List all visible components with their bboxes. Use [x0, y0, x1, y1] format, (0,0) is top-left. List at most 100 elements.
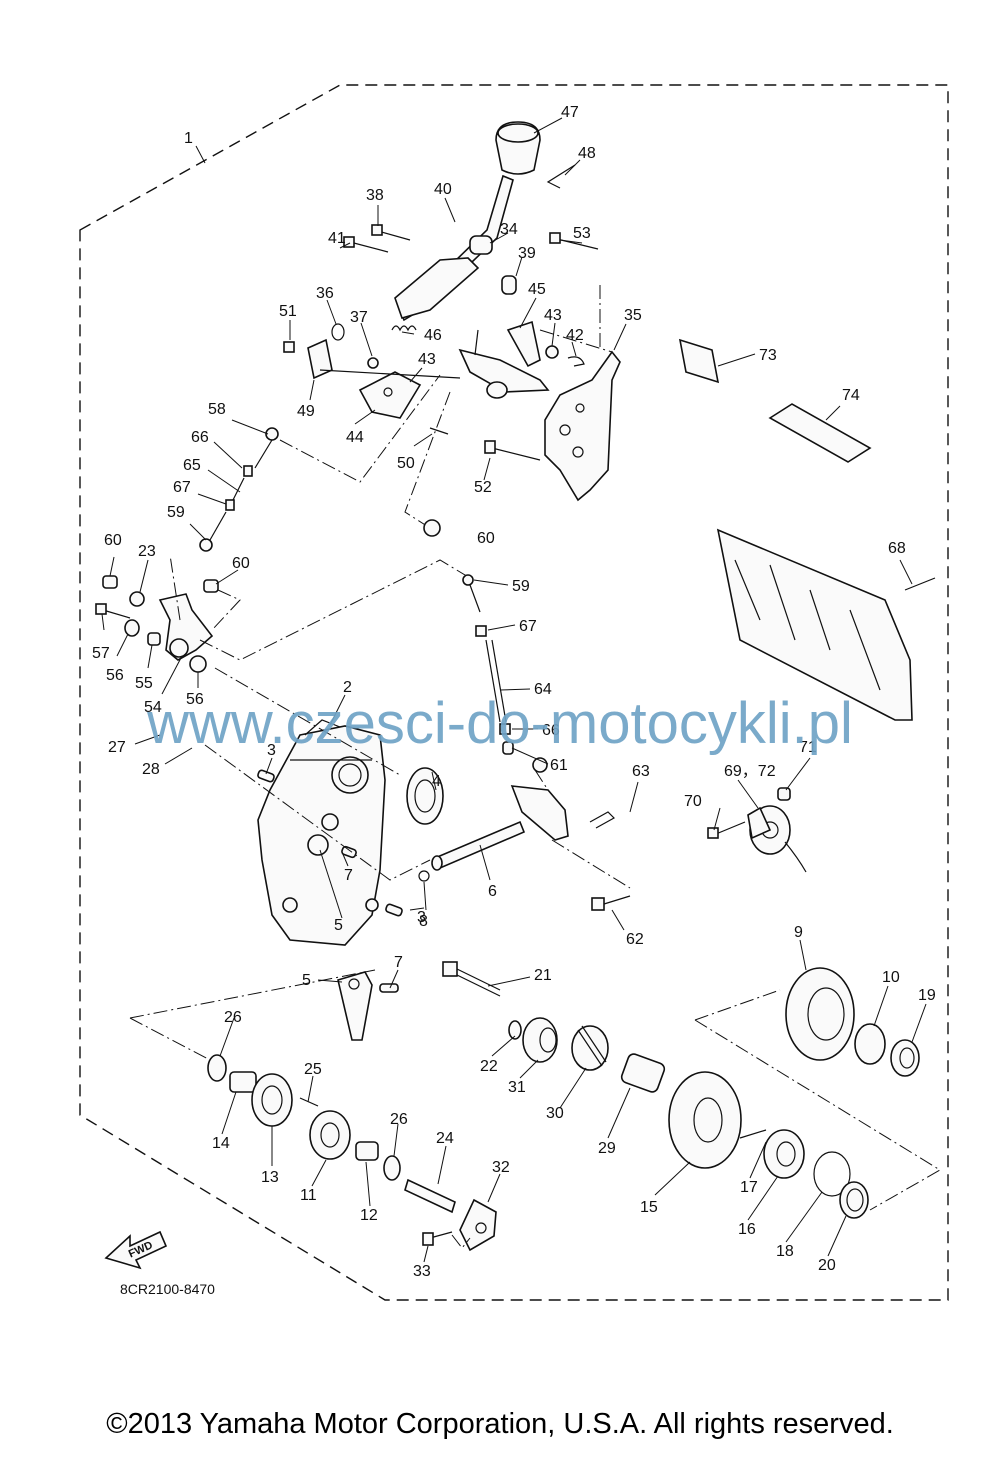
shift-lever-group: [283, 121, 621, 502]
callout-67-lower: 67: [519, 618, 537, 635]
callout-55: 55: [135, 675, 153, 692]
assembly-line-1: [279, 374, 441, 483]
callout-26-upper: 26: [224, 1009, 242, 1026]
callout-26-lower: 26: [390, 1111, 408, 1128]
nut-60-upper: [423, 519, 441, 537]
callout-24: 24: [436, 1130, 454, 1147]
callout-74: 74: [842, 387, 860, 404]
callout-50: 50: [397, 455, 415, 472]
callout-70: 70: [684, 793, 702, 810]
assembly-line-9: [129, 969, 376, 1019]
callout-66-upper: 66: [191, 429, 209, 446]
callout-69-72: 69，72: [724, 763, 776, 780]
callout-27: 27: [108, 739, 126, 756]
left-lever-group: [95, 575, 241, 673]
dowel-3-upper: [257, 769, 275, 783]
callout-53: 53: [573, 225, 591, 242]
clip-8: [418, 870, 430, 882]
callout-73: 73: [759, 347, 777, 364]
callout-56-left: 56: [106, 667, 124, 684]
callout-8: 8: [419, 913, 428, 930]
callout-34: 34: [500, 221, 518, 238]
assembly-line-7: [214, 667, 401, 776]
clip-63: [589, 811, 615, 829]
callout-67-upper: 67: [173, 479, 191, 496]
callout-30: 30: [546, 1105, 564, 1122]
link-5: [337, 971, 399, 1041]
callout-36: 36: [316, 285, 334, 302]
lower-left-gears: [207, 1054, 497, 1252]
assembly-line-5: [199, 559, 471, 661]
callout-17: 17: [740, 1179, 758, 1196]
callout-5-lower: 5: [302, 972, 311, 989]
callout-25: 25: [304, 1061, 322, 1078]
callout-43-right: 43: [544, 307, 562, 324]
callout-71: 71: [799, 739, 817, 756]
callout-47: 47: [561, 104, 579, 121]
callout-56-right: 56: [186, 691, 204, 708]
callout-60-mid: 60: [232, 555, 250, 572]
callout-62: 62: [626, 931, 644, 948]
dowel-3-lower: [385, 903, 403, 917]
assembly-line-14: [694, 1019, 941, 1211]
callout-23: 23: [138, 543, 156, 560]
callout-44: 44: [346, 429, 364, 446]
callout-29: 29: [598, 1140, 616, 1157]
assembly-line-12: [551, 839, 631, 889]
callout-60-upper: 60: [477, 530, 495, 547]
callout-12: 12: [360, 1207, 378, 1224]
assembly-line-11: [534, 769, 549, 791]
callout-3-lower: 3: [417, 909, 426, 926]
callout-14: 14: [212, 1135, 230, 1152]
callout-52: 52: [474, 479, 492, 496]
assembly-line-10: [129, 1017, 211, 1061]
watermark-url: www.czesci-do-motocykli.pl: [147, 691, 853, 756]
copyright-notice: ©2013 Yamaha Motor Corporation, U.S.A. A…: [106, 1408, 894, 1440]
callout-59-right: 59: [512, 578, 530, 595]
callout-22: 22: [480, 1058, 498, 1075]
callout-19: 19: [918, 987, 936, 1004]
case-cover: [257, 719, 386, 946]
left-link-rod: [199, 427, 279, 552]
forward-arrow: FWD: [104, 1230, 168, 1270]
callout-10: 10: [882, 969, 900, 986]
callout-2: 2: [343, 679, 352, 696]
pad-74: [768, 403, 872, 463]
shift-shaft-6: [431, 785, 569, 871]
assembly-line-13: [694, 989, 781, 1021]
assembly-line-3: [404, 391, 451, 529]
callout-13: 13: [261, 1169, 279, 1186]
callout-31: 31: [508, 1079, 526, 1096]
callout-65: 65: [183, 457, 201, 474]
callout-48: 48: [578, 145, 596, 162]
callout-15: 15: [640, 1199, 658, 1216]
callout-61: 61: [550, 757, 568, 774]
callout-58: 58: [208, 401, 226, 418]
callout-21: 21: [534, 967, 552, 984]
callout-40: 40: [434, 181, 452, 198]
callout-labels: 1 2 3 3 4 5 5 6 7 7 8 9 10 11 12 13 14 1…: [92, 104, 936, 1280]
callout-41: 41: [328, 230, 346, 247]
sticker-73: [678, 338, 720, 384]
callout-18: 18: [776, 1243, 794, 1260]
callout-64: 64: [534, 681, 552, 698]
callout-37: 37: [350, 309, 368, 326]
assembly-boundary: [79, 84, 949, 1301]
rivet-68: [904, 577, 936, 591]
callout-38: 38: [366, 187, 384, 204]
callout-42: 42: [566, 327, 584, 344]
callout-32: 32: [492, 1159, 510, 1176]
callout-68: 68: [888, 540, 906, 557]
guard-ribs: [734, 559, 881, 691]
callout-3-upper: 3: [267, 742, 276, 759]
callout-43-left: 43: [418, 351, 436, 368]
guard-panel: [716, 528, 913, 721]
clutch-parts-center: [442, 961, 666, 1093]
bolt-62: [591, 895, 631, 911]
clutch-parts-right: [668, 967, 920, 1219]
callout-1: 1: [184, 130, 193, 147]
assembly-line-6: [169, 554, 181, 621]
sensor-69-72: [707, 787, 807, 873]
